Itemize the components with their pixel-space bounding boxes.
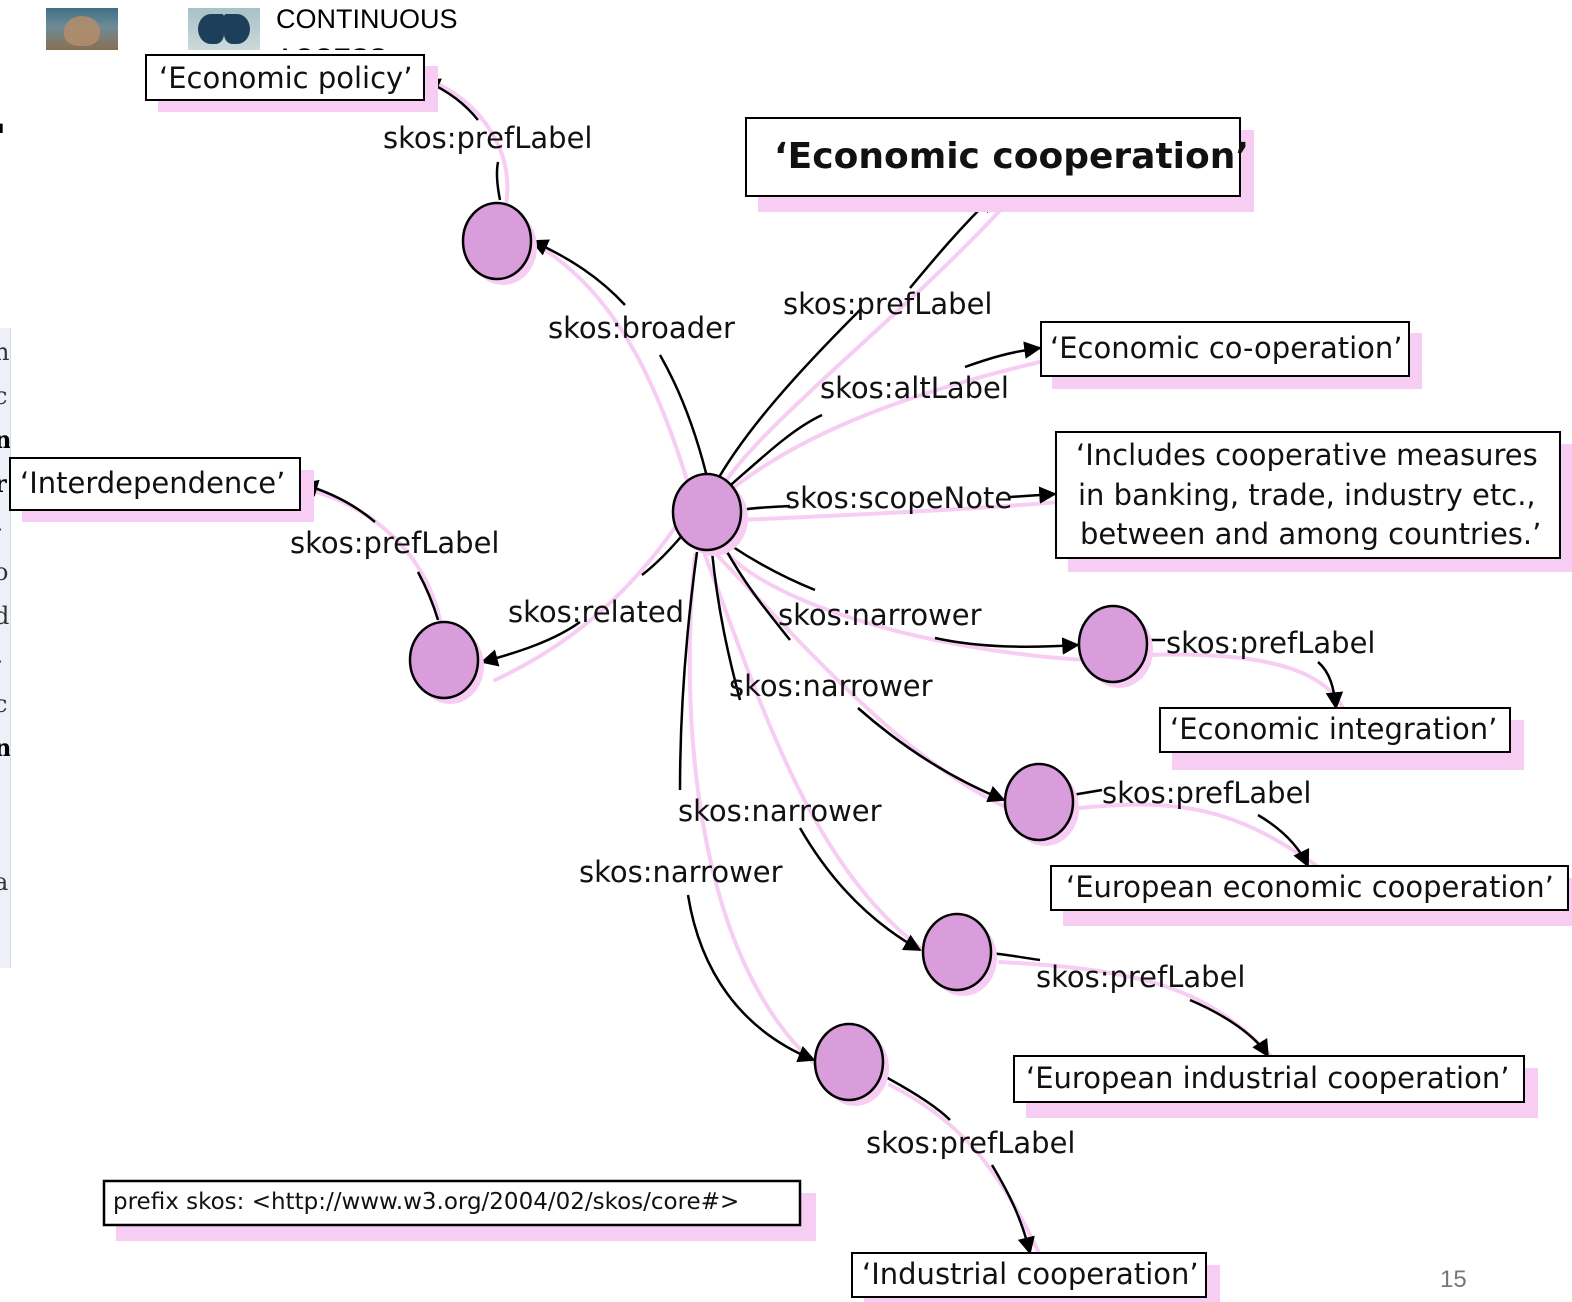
cropped-text-line: - bbox=[0, 514, 10, 542]
edge-narrower-1 bbox=[729, 543, 816, 592]
cropped-text-line: o bbox=[0, 558, 10, 586]
edge-label-preflabel-n1: skos:prefLabel bbox=[1166, 626, 1375, 660]
edge-narrower-2-tail bbox=[857, 707, 1006, 803]
cropped-text-panel: n c n r - o d - c n a bbox=[0, 328, 11, 968]
edge-preflabel-n4-tail bbox=[990, 1164, 1035, 1255]
edge-label-narrower-4: skos:narrower bbox=[579, 855, 783, 889]
box-industrial-cooperation bbox=[851, 1252, 1207, 1298]
prefix-declaration: prefix skos: <http://www.w3.org/2004/02/… bbox=[113, 1189, 739, 1215]
edge-label-broader: skos:broader bbox=[548, 311, 735, 345]
edge-labels: skos:prefLabel skos:broader skos:prefLab… bbox=[290, 121, 1375, 1160]
label-european-economic-cooperation: ‘European economic cooperation’ bbox=[1066, 870, 1554, 904]
edge-label-preflabel-top: skos:prefLabel bbox=[383, 121, 592, 155]
edge-label-preflabel-left: skos:prefLabel bbox=[290, 526, 499, 560]
butterfly-right-wing-icon bbox=[224, 14, 250, 44]
edge-preflabel-n4 bbox=[881, 1073, 951, 1121]
box-economic-policy bbox=[145, 54, 425, 101]
edge-narrower-3 bbox=[710, 551, 742, 701]
cropped-text-line: n bbox=[0, 426, 10, 454]
edge-preflabel-top bbox=[495, 161, 502, 201]
edge-broader-tail bbox=[530, 239, 626, 306]
node-narrower-4 bbox=[813, 1022, 885, 1102]
cropped-text-line: a bbox=[0, 868, 10, 896]
node-narrower-3 bbox=[921, 912, 993, 992]
node-narrower-2 bbox=[1003, 762, 1075, 842]
node-central bbox=[671, 472, 743, 552]
portrait-logo bbox=[46, 8, 118, 50]
label-scope-note-line1: ‘Includes cooperative measures bbox=[1076, 438, 1538, 472]
edge-label-scopenote: skos:scopeNote bbox=[785, 481, 1012, 515]
label-economic-policy: ‘Economic policy’ bbox=[159, 61, 412, 95]
edge-preflabel-n2 bbox=[1071, 788, 1103, 797]
edge-label-preflabel-main: skos:prefLabel bbox=[783, 287, 992, 321]
edge-label-related: skos:related bbox=[508, 595, 684, 629]
edge-preflabel-n3-tail bbox=[1189, 998, 1270, 1058]
edge-narrower-4 bbox=[678, 551, 699, 791]
nodes bbox=[408, 201, 1153, 1106]
box-interdependence bbox=[9, 457, 301, 511]
label-scope-note-line2: in banking, trade, industry etc., bbox=[1078, 478, 1536, 512]
logo-caption-cut-text: ACCESS bbox=[276, 42, 476, 50]
label-european-industrial-cooperation: ‘European industrial cooperation’ bbox=[1026, 1061, 1509, 1095]
edge-label-narrower-3: skos:narrower bbox=[678, 794, 882, 828]
edge-label-preflabel-n2: skos:prefLabel bbox=[1102, 776, 1311, 810]
logo-caption: CONTINUOUS bbox=[276, 4, 458, 34]
node-narrower-1 bbox=[1077, 604, 1149, 684]
cropped-text-line: r bbox=[0, 470, 10, 498]
cropped-heading-text: 4 bbox=[0, 70, 3, 160]
cropped-text-line: n bbox=[0, 734, 10, 762]
literal-boxes: ‘Economic policy’ ‘Economic cooperation’… bbox=[9, 54, 1572, 1302]
box-scope-note bbox=[1055, 431, 1561, 559]
label-economic-cooperation: ‘Economic cooperation’ bbox=[774, 136, 1249, 177]
edge-scopenote bbox=[739, 504, 791, 512]
cropped-text-line: - bbox=[0, 646, 10, 674]
cropped-heading: 4 bbox=[0, 70, 10, 160]
edge-related-tail bbox=[480, 620, 581, 667]
edge-narrower-1-tail bbox=[934, 636, 1080, 655]
label-interdependence: ‘Interdependence’ bbox=[20, 466, 285, 500]
label-economic-co-operation: ‘Economic co-operation’ bbox=[1050, 331, 1403, 365]
edge-preflabel-main bbox=[712, 309, 861, 487]
label-scope-note-line3: between and among countries.’ bbox=[1080, 517, 1541, 551]
cropped-text-line: c bbox=[0, 690, 10, 718]
butterfly-left-wing-icon bbox=[198, 14, 224, 44]
edge-label-preflabel-n4: skos:prefLabel bbox=[866, 1126, 1075, 1160]
edge-shadows bbox=[308, 83, 1347, 1257]
box-european-economic-cooperation bbox=[1050, 865, 1569, 911]
edge-preflabel-n2-tail bbox=[1257, 813, 1310, 868]
edge-preflabel-n1-tail bbox=[1317, 661, 1344, 710]
edge-label-preflabel-n3: skos:prefLabel bbox=[1036, 960, 1245, 994]
edge-label-narrower-1: skos:narrower bbox=[778, 598, 982, 632]
cropped-text-line: n bbox=[0, 338, 10, 366]
cropped-text-line: c bbox=[0, 382, 10, 410]
page-number: 15 bbox=[1440, 1266, 1467, 1293]
edge-preflabel-n3 bbox=[989, 951, 1041, 962]
node-broader bbox=[461, 201, 533, 281]
edge-related bbox=[641, 531, 686, 576]
label-industrial-cooperation: ‘Industrial cooperation’ bbox=[862, 1257, 1199, 1291]
edge-narrower-3-tail bbox=[798, 827, 922, 952]
butterfly-logo bbox=[188, 8, 260, 50]
box-prefix bbox=[102, 1179, 802, 1227]
edge-label-narrower-2: skos:narrower bbox=[729, 669, 933, 703]
logo-caption-cut: ACCESS bbox=[276, 36, 476, 50]
edge-altlabel bbox=[724, 413, 823, 491]
box-economic-integration bbox=[1159, 707, 1511, 753]
edge-label-altlabel: skos:altLabel bbox=[820, 371, 1009, 405]
box-european-industrial-cooperation bbox=[1013, 1055, 1525, 1103]
edge-preflabel-left bbox=[416, 571, 440, 621]
cropped-text-line: d bbox=[0, 602, 10, 630]
edge-narrower-4-tail bbox=[686, 894, 816, 1063]
box-economic-cooperation bbox=[745, 117, 1241, 197]
label-economic-integration: ‘Economic integration’ bbox=[1170, 712, 1497, 746]
edge-altlabel-tail bbox=[964, 341, 1042, 369]
node-related bbox=[408, 620, 480, 700]
box-economic-co-operation bbox=[1040, 321, 1410, 377]
edge-broader bbox=[658, 354, 708, 474]
edge-narrower-2 bbox=[723, 547, 791, 641]
edge-scopenote-tail bbox=[1009, 486, 1057, 504]
